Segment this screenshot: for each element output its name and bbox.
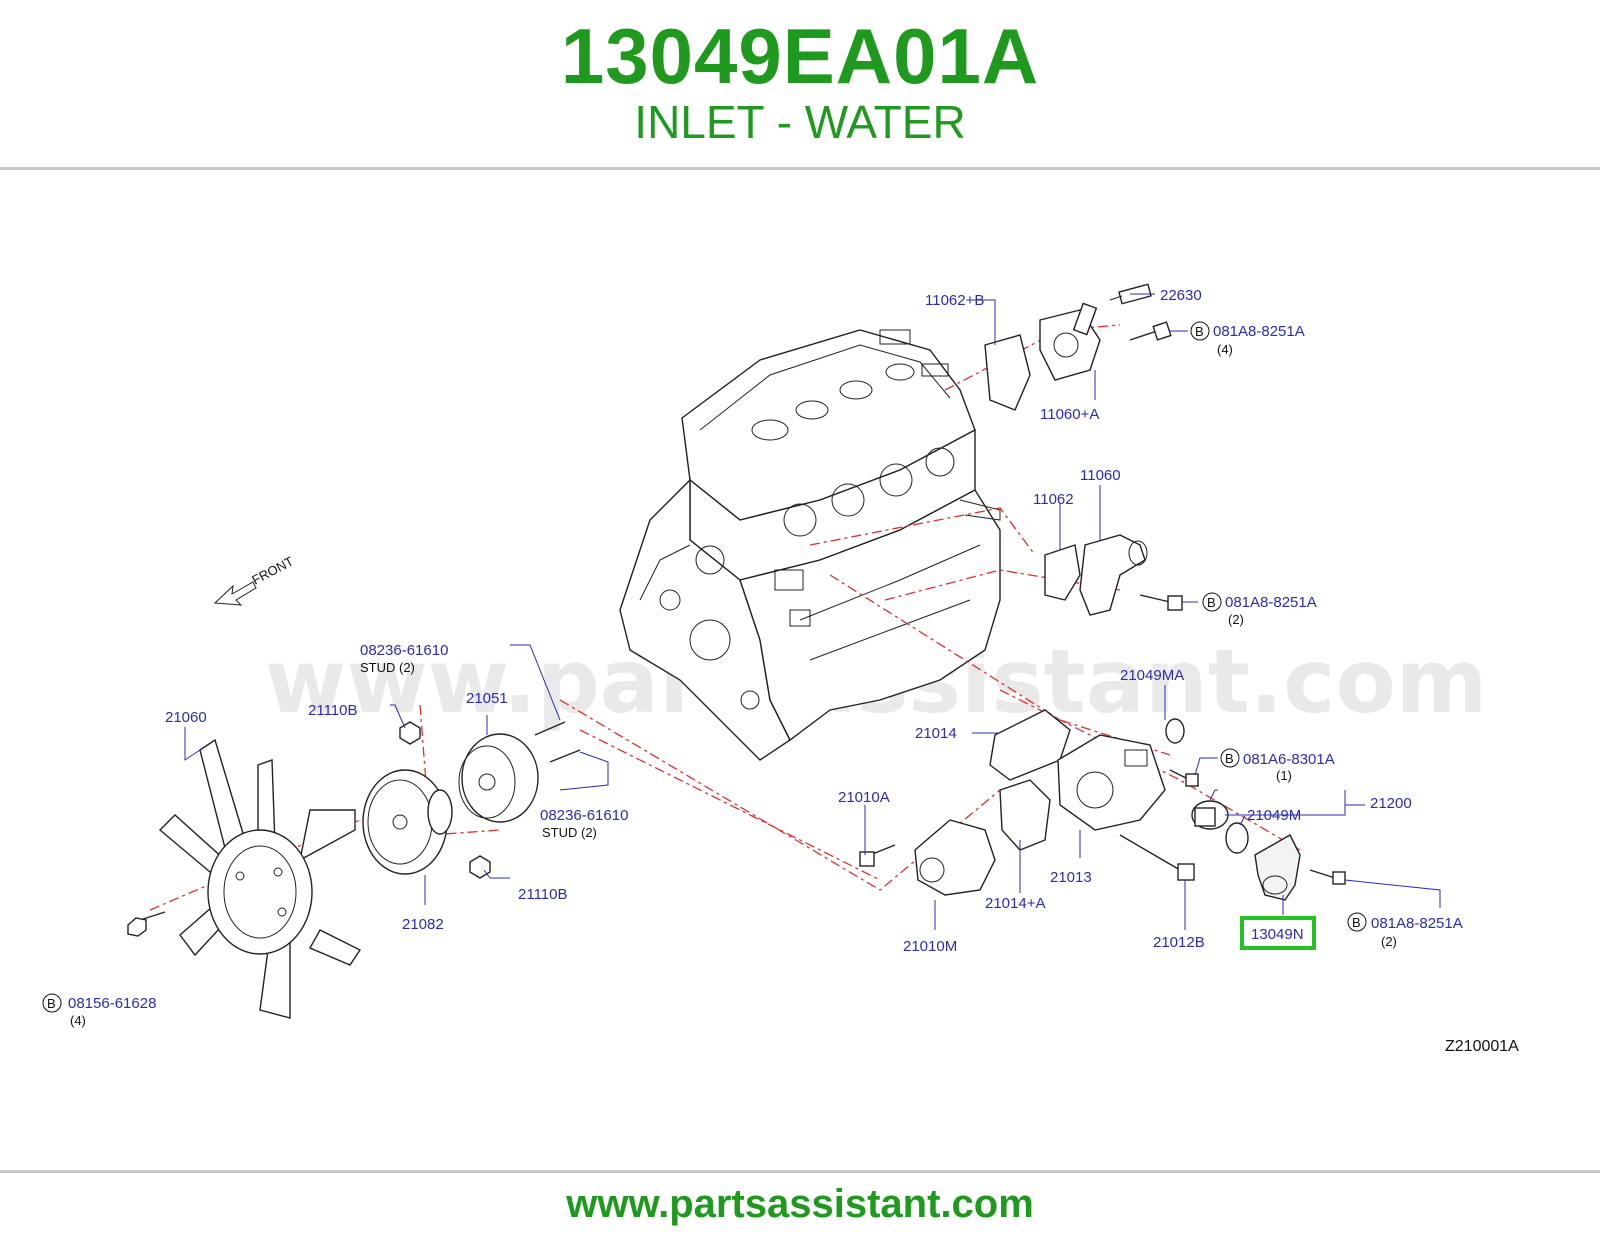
o-ring-21049ma [1165,718,1185,744]
callout-21013: 21013 [1050,869,1092,886]
stud-upper [534,721,566,736]
callout-21014a: 21014+A [985,895,1045,912]
stud-lower [549,749,581,763]
water-pump-21010m [914,819,996,896]
gasket-11062 [1044,544,1081,601]
footer-website-link[interactable]: www.partsassistant.com [566,1182,1034,1226]
thermostat-21200 [1191,800,1229,830]
highlight-box-13049n [1240,916,1316,950]
part-name-subtitle: INLET - WATER [634,96,966,148]
callout-08236-bottom: 08236-61610 [540,807,628,824]
engine-block [619,329,1001,761]
bolt-marker-mid: B [1202,592,1222,612]
callout-081a6: 081A6-8301A [1243,751,1335,768]
callout-21110b-bottom: 21110B [518,886,568,903]
callout-08156: 08156-61628 [68,995,156,1012]
front-label: FRONT [249,553,296,587]
part-number-title: 13049EA01A [560,12,1040,100]
bolt-marker-08156: B [42,993,62,1013]
callout-081a8-bottom-qty: (2) [1381,934,1397,949]
bolt-21010a [859,844,896,867]
bolt-marker-letter: B [1195,324,1204,339]
parts-diagram: www.partsassistant.com [42,283,1519,1055]
callout-21110b-top: 21110B [308,702,358,719]
bolt-mid [1139,594,1183,611]
callout-08236-top: 08236-61610 [360,642,448,659]
figure-code: Z210001A [1445,1038,1519,1055]
callout-081a8-mid-qty: (2) [1228,612,1244,627]
pulley-21051 [458,733,539,823]
callout-08156-qty: (4) [70,1013,86,1028]
callout-08236-bottom-note: STUD (2) [542,825,597,840]
o-ring-21049m [1225,822,1249,854]
callout-21049ma: 21049MA [1120,667,1184,684]
bolt-marker-081a6: B [1220,748,1240,768]
callout-21014: 21014 [915,725,957,742]
callout-21082: 21082 [402,916,444,933]
bolt-top [1129,321,1172,341]
callout-081a8-bottom: 081A8-8251A [1371,915,1463,932]
water-pipe-11060 [1079,534,1148,616]
callout-11060a: 11060+A [1040,406,1099,423]
bolt-marker-top: B [1190,321,1210,341]
bolt-inlet [1309,869,1346,885]
callout-081a6-qty: (1) [1276,768,1292,783]
nut-21110b-lower [469,855,491,879]
leader-lines [184,293,1441,930]
bolt-marker-letter: B [1207,595,1216,610]
callout-21010a: 21010A [838,789,890,806]
gasket-11062b [984,334,1031,411]
header-divider [0,167,1600,170]
bolt-081a6 [1169,769,1199,787]
fan-clutch-21082 [362,769,453,875]
callout-11062: 11062 [1033,491,1074,508]
callout-22630: 22630 [1160,287,1202,304]
thermostat-housing-21013 [1057,734,1166,831]
callout-21049m: 21049M [1247,807,1301,824]
gasket-21014a [999,779,1051,851]
footer-divider [0,1170,1600,1173]
callout-081a8-top-qty: (4) [1217,342,1233,357]
bolt-marker-bottom: B [1347,912,1367,932]
callout-21060: 21060 [165,709,207,726]
bolt-21012b [1119,834,1195,881]
callout-08236-top-note: STUD (2) [360,660,415,675]
callout-21010m: 21010M [903,938,957,955]
cooling-fan-21060 [158,738,362,1019]
bolt-marker-letter: B [1225,751,1234,766]
front-direction-arrow: FRONT [213,553,296,606]
callout-labels: 22630 11062+B B 081A8-8251A (4) 11060+A … [42,287,1519,1055]
callout-21051: 21051 [466,690,508,707]
callout-21200: 21200 [1370,795,1412,812]
callout-13049n: 13049N [1251,926,1304,943]
bolt-08156 [127,911,166,937]
water-outlet-11060a [1039,302,1101,381]
callout-081a8-mid: 081A8-8251A [1225,594,1317,611]
water-inlet-13049n [1254,834,1301,901]
callout-11062b: 11062+B [925,292,984,309]
callout-081a8-top: 081A8-8251A [1213,323,1305,340]
bolt-marker-letter: B [1352,915,1361,930]
callout-11060: 11060 [1080,467,1121,484]
callout-21012b: 21012B [1153,934,1205,951]
bolt-marker-letter: B [47,996,56,1011]
header: 13049EA01A INLET - WATER [0,0,1600,170]
